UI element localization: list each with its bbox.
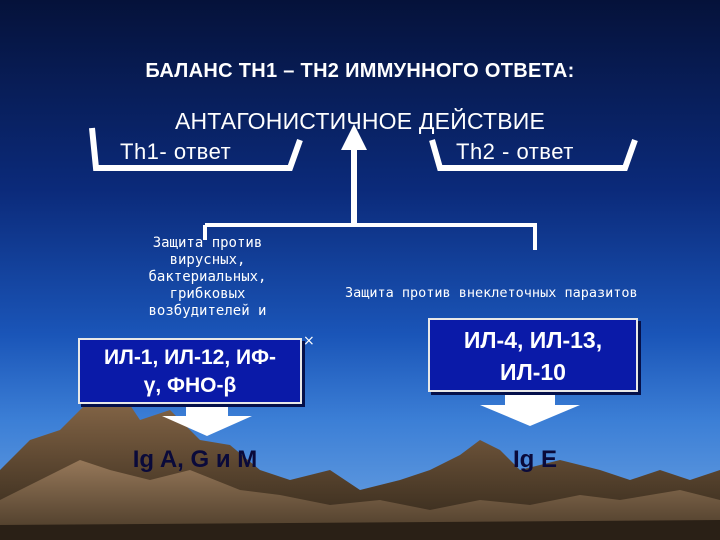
th1-immunoglobulin-label: Ig A, G и M bbox=[132, 446, 258, 473]
th1-cytokine-line1: ИЛ-1, ИЛ-12, ИФ- bbox=[103, 346, 277, 369]
cross-mark: × bbox=[303, 333, 315, 349]
left-down-arrow-icon bbox=[162, 404, 252, 436]
th2-protection-text: Защита против внеклеточных паразитов bbox=[345, 285, 638, 301]
th2-cytokine-box: ИЛ-4, ИЛ-13, ИЛ-10 bbox=[428, 318, 638, 392]
bottom-connector bbox=[205, 223, 537, 250]
th2-response-label: Th2 - ответ bbox=[456, 139, 574, 164]
th1-protection-line: вирусных, bbox=[169, 252, 246, 268]
slide-title: БАЛАНС ТН1 – ТН2 ИММУННОГО ОТВЕТА: bbox=[145, 60, 575, 82]
th1-response-label: Th1- ответ bbox=[120, 139, 232, 164]
th2-cytokine-line2: ИЛ-10 bbox=[500, 359, 566, 385]
th1-cytokine-line2: γ, ФНО-β bbox=[143, 374, 237, 397]
th1-protection-line: бактериальных, bbox=[148, 269, 267, 285]
th1-bracket bbox=[89, 127, 303, 171]
th1-protection-line: возбудителей и bbox=[148, 303, 267, 319]
th2-immunoglobulin-label: Ig E bbox=[512, 446, 557, 473]
th2-bracket bbox=[429, 138, 638, 171]
right-down-arrow-icon bbox=[480, 392, 580, 426]
th1-protection-text: Защита против вирусных, бактериальных, г… bbox=[115, 235, 300, 320]
th1-protection-line: Защита против bbox=[152, 235, 263, 251]
up-arrow-icon bbox=[341, 124, 367, 150]
slide-subtitle: АНТАГОНИСТИЧНОЕ ДЕЙСТВИЕ bbox=[174, 108, 546, 134]
th1-protection-line: грибковых bbox=[169, 286, 246, 302]
th1-cytokine-box: ИЛ-1, ИЛ-12, ИФ- γ, ФНО-β bbox=[78, 338, 302, 404]
th2-cytokine-line1: ИЛ-4, ИЛ-13, bbox=[463, 327, 603, 353]
